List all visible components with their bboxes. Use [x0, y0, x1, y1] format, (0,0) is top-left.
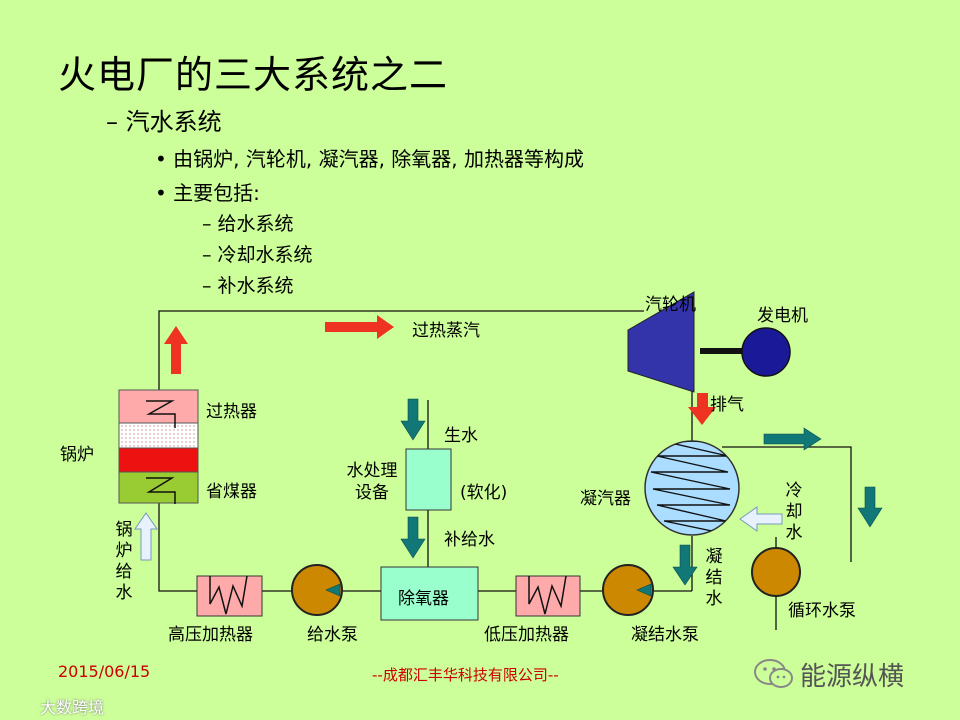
condenser	[644, 440, 740, 536]
bullet-includes: • 主要包括:	[155, 181, 260, 205]
exhaust-arrow	[688, 393, 716, 425]
label-turbine: 汽轮机	[645, 295, 696, 315]
cooling-in-arrow	[739, 506, 783, 532]
generator	[741, 327, 791, 377]
turbine	[627, 291, 695, 393]
label-feed-pump: 给水泵	[307, 625, 358, 645]
wechat-icon	[754, 659, 793, 688]
label-hp-heater: 高压加热器	[168, 625, 253, 645]
condensate-pump-arrowhead	[636, 583, 652, 597]
label-superheated-steam: 过热蒸汽	[412, 321, 480, 341]
economizer-coil	[146, 477, 176, 504]
subtitle: – 汽水系统	[106, 108, 222, 136]
superheater-coil	[146, 400, 176, 428]
label-deaerator: 除氧器	[398, 589, 449, 609]
label-condensate: 凝结水	[705, 547, 723, 609]
label-water-treatment: 水处理设备	[346, 461, 398, 503]
footer-date: 2015/06/15	[58, 662, 151, 681]
deaerator	[380, 566, 479, 621]
label-makeup-water: 补给水	[444, 530, 495, 550]
label-superheater: 过热器	[206, 402, 257, 422]
lp-heater	[515, 575, 581, 617]
watermark: 大数跨境	[40, 698, 105, 717]
makeup-water-arrow	[400, 516, 426, 559]
water-treatment-unit	[405, 448, 452, 511]
cooling-out-arrow	[763, 427, 822, 451]
boiler-feed-arrow	[134, 512, 158, 561]
label-boiler: 锅炉	[60, 445, 94, 465]
label-condensate-pump: 凝结水泵	[631, 625, 699, 645]
cooling-down-arrow	[857, 486, 883, 528]
subbullet-makeup: – 补水系统	[202, 275, 294, 297]
piping-lines	[158, 310, 852, 630]
label-circ-pump: 循环水泵	[788, 601, 856, 621]
feed-pump-arrowhead	[325, 583, 341, 597]
circ-pump	[751, 547, 801, 597]
page-title: 火电厂的三大系统之二	[58, 53, 449, 97]
raw-water-arrow	[400, 398, 426, 441]
label-exhaust: 排气	[710, 395, 744, 415]
label-lp-heater: 低压加热器	[484, 625, 569, 645]
label-boiler-feedwater: 锅炉给水	[115, 520, 133, 603]
footer-company: --成都汇丰华科技有限公司--	[372, 666, 559, 684]
feed-pump	[291, 564, 343, 616]
steam-arrow	[325, 315, 394, 339]
label-condenser: 凝汽器	[580, 489, 631, 509]
label-softening: (软化)	[460, 483, 508, 503]
condensate-pump	[602, 564, 654, 616]
subbullet-feedwater: – 给水系统	[202, 213, 294, 235]
hp-heater	[196, 575, 263, 617]
label-raw-water: 生水	[444, 426, 478, 446]
condensate-arrow	[672, 544, 698, 586]
label-cooling-water: 冷却水	[785, 481, 803, 543]
brand-name: 能源纵横	[800, 662, 905, 692]
label-economizer: 省煤器	[206, 482, 257, 502]
boiler	[118, 389, 199, 504]
subbullet-cooling: – 冷却水系统	[202, 244, 313, 266]
bullet-composition: • 由锅炉, 汽轮机, 凝汽器, 除氧器, 加热器等构成	[155, 147, 585, 171]
label-generator: 发电机	[757, 306, 808, 326]
boiler-up-arrow	[164, 326, 188, 374]
